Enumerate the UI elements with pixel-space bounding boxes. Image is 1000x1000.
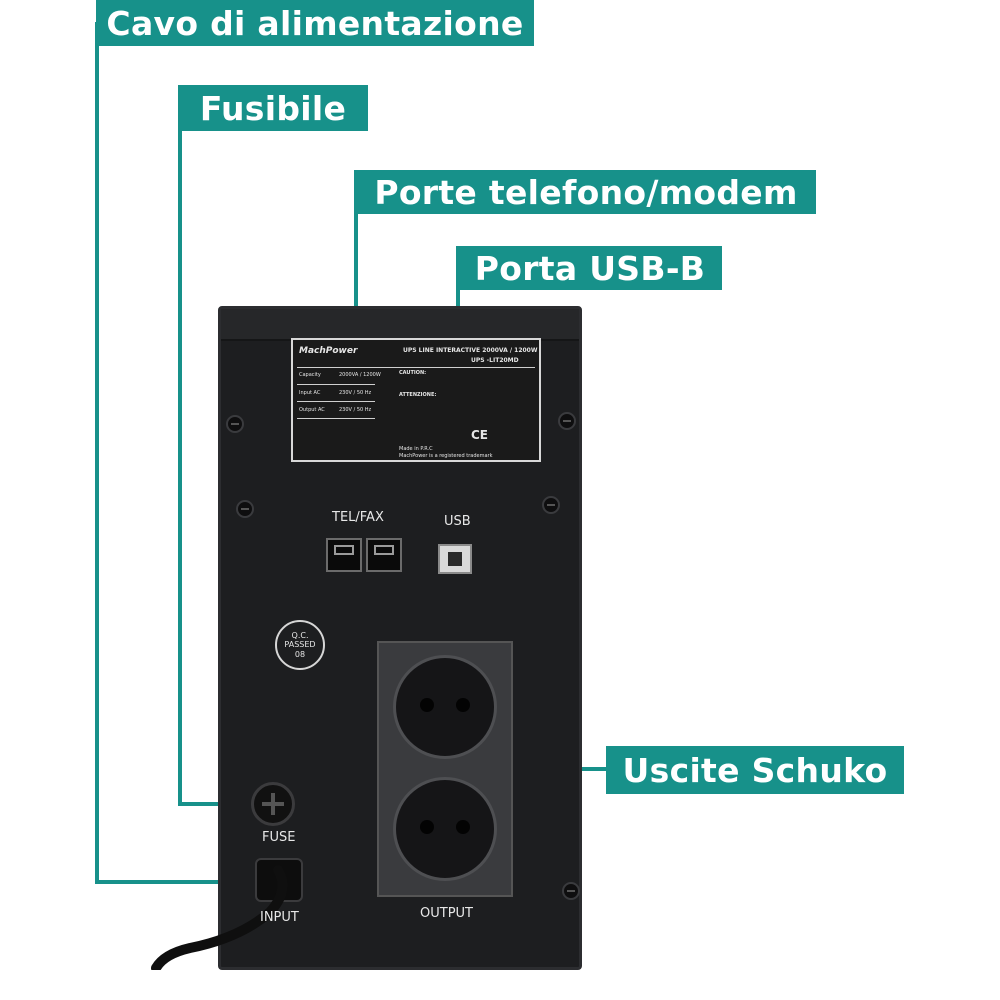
sticker-attenzione-title: ATTENZIONE:	[399, 392, 437, 398]
sticker-row-value: 230V / 50 Hz	[339, 407, 372, 413]
schuko-outlet-block	[377, 641, 513, 897]
sticker-row-label: Output AC	[299, 407, 325, 413]
sticker-ce-mark: CE	[471, 428, 489, 442]
sticker-row-label: Input AC	[299, 390, 321, 396]
tel-fax-label: TEL/FAX	[332, 510, 384, 525]
leader-line-cavo-horizontal	[95, 880, 255, 884]
sticker-brand: MachPower	[299, 346, 358, 356]
screw-icon	[562, 882, 580, 900]
sticker-row-label: Capacity	[299, 372, 321, 378]
leader-line-fusibile-horizontal	[178, 802, 254, 806]
qc-line: Q.C.	[291, 631, 309, 641]
sticker-model-line: UPS LINE INTERACTIVE 2000VA / 1200W	[403, 347, 538, 354]
sticker-made-in: Made in P.R.C	[399, 446, 433, 452]
callout-uscite-schuko: Uscite Schuko	[606, 746, 904, 794]
usb-b-port[interactable]	[438, 544, 472, 574]
rj11-port-in[interactable]	[326, 538, 362, 572]
output-label: OUTPUT	[420, 906, 473, 921]
socket-pin-hole	[456, 698, 470, 712]
screw-icon	[542, 496, 560, 514]
sticker-row-value: 2000VA / 1200W	[339, 372, 381, 378]
sticker-model-code: UPS -LIT20MD	[471, 357, 519, 364]
sticker-row-divider	[297, 401, 375, 402]
qc-line: PASSED	[284, 640, 316, 650]
usb-label: USB	[444, 514, 471, 529]
leader-line-fusibile-vertical	[178, 108, 182, 806]
schuko-socket-bottom[interactable]	[393, 777, 497, 881]
sticker-trademark: MachPower is a registered trademark	[399, 453, 493, 459]
qc-line: 08	[294, 649, 306, 659]
sticker-divider	[297, 367, 535, 368]
callout-cavo-alimentazione: Cavo di alimentazione	[96, 0, 534, 46]
input-label: INPUT	[260, 910, 299, 925]
socket-pin-hole	[420, 698, 434, 712]
ups-top-bevel	[221, 309, 579, 341]
fuse-label: FUSE	[262, 830, 296, 845]
fuse-holder[interactable]	[251, 782, 295, 826]
schuko-socket-top[interactable]	[393, 655, 497, 759]
rj11-port-out[interactable]	[366, 538, 402, 572]
sticker-row-divider	[297, 418, 375, 419]
sticker-row-divider	[297, 384, 375, 385]
screw-icon	[236, 500, 254, 518]
socket-pin-hole	[456, 820, 470, 834]
sticker-row-value: 230V / 50 Hz	[339, 390, 372, 396]
callout-fusibile: Fusibile	[178, 85, 368, 131]
socket-pin-hole	[420, 820, 434, 834]
screw-icon	[558, 412, 576, 430]
callout-porta-usb-b: Porta USB-B	[458, 246, 722, 290]
leader-line-cavo-vertical	[95, 22, 99, 884]
spec-sticker: MachPower UPS LINE INTERACTIVE 2000VA / …	[291, 338, 541, 462]
power-cable	[151, 865, 288, 970]
screw-icon	[226, 415, 244, 433]
sticker-caution-title: CAUTION:	[399, 370, 427, 376]
callout-porte-telefono-modem: Porte telefono/modem	[356, 170, 816, 214]
qc-passed-sticker: Q.C. PASSED 08	[275, 620, 325, 670]
